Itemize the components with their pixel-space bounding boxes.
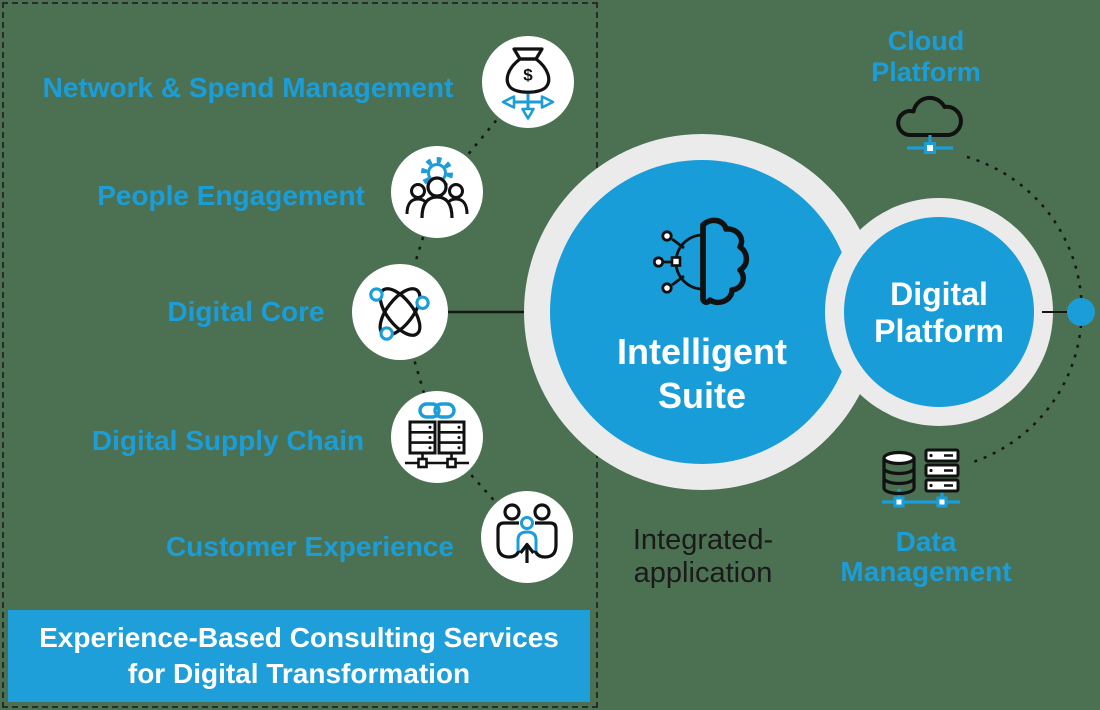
banner-line2: for Digital Transformation <box>127 658 471 689</box>
banner-line1: Experience-Based Consulting Services <box>39 622 559 653</box>
service-label-digital-core: Digital Core <box>167 296 325 327</box>
database-server-icon <box>882 448 960 508</box>
service-label-network-spend: Network & Spend Management <box>42 72 454 103</box>
cloud-platform-line2: Platform <box>871 57 981 87</box>
data-management-label: Data Management <box>796 527 1056 587</box>
digital-platform-line2: Platform <box>874 313 1004 349</box>
service-icon-circle-supply-chain <box>391 391 483 483</box>
intelligent-suite-line1: Intelligent <box>617 331 787 372</box>
money-bag-split-arrows-icon: $ <box>501 47 555 120</box>
service-icon-circle-people-engagement <box>391 146 483 238</box>
svg-text:$: $ <box>523 66 533 85</box>
customer-people-arrow-icon <box>496 503 558 563</box>
data-management-line2: Management <box>840 556 1012 587</box>
brain-circuit-icon <box>652 217 750 306</box>
cloud-network-icon <box>896 95 963 154</box>
service-icon-circle-network-spend: $ <box>482 36 574 128</box>
intelligent-suite-label: Intelligent Suite <box>542 330 862 418</box>
digital-platform-label: Digital Platform <box>819 276 1059 350</box>
cloud-platform-label: Cloud Platform <box>806 26 1046 88</box>
service-label-supply-chain: Digital Supply Chain <box>91 425 365 456</box>
service-label-customer-exp: Customer Experience <box>166 531 454 562</box>
people-gear-icon <box>405 157 469 219</box>
caption-line2: application <box>633 557 773 589</box>
digital-platform-line1: Digital <box>890 276 988 312</box>
service-icon-circle-customer-exp <box>481 491 573 583</box>
atom-icon <box>369 287 430 341</box>
consulting-banner: Experience-Based Consulting Services for… <box>8 610 590 702</box>
service-label-people-engagement: People Engagement <box>97 180 365 211</box>
integrated-application-caption: Integrated- application <box>598 524 808 590</box>
service-icon-circle-digital-core <box>352 264 448 360</box>
caption-line1: Integrated- <box>632 524 774 556</box>
data-management-line1: Data <box>895 526 957 557</box>
intelligent-suite-circle <box>550 160 854 464</box>
intelligent-suite-line2: Suite <box>657 375 746 416</box>
cloud-platform-line1: Cloud <box>887 26 965 56</box>
chain-link-servers-icon <box>405 402 469 469</box>
